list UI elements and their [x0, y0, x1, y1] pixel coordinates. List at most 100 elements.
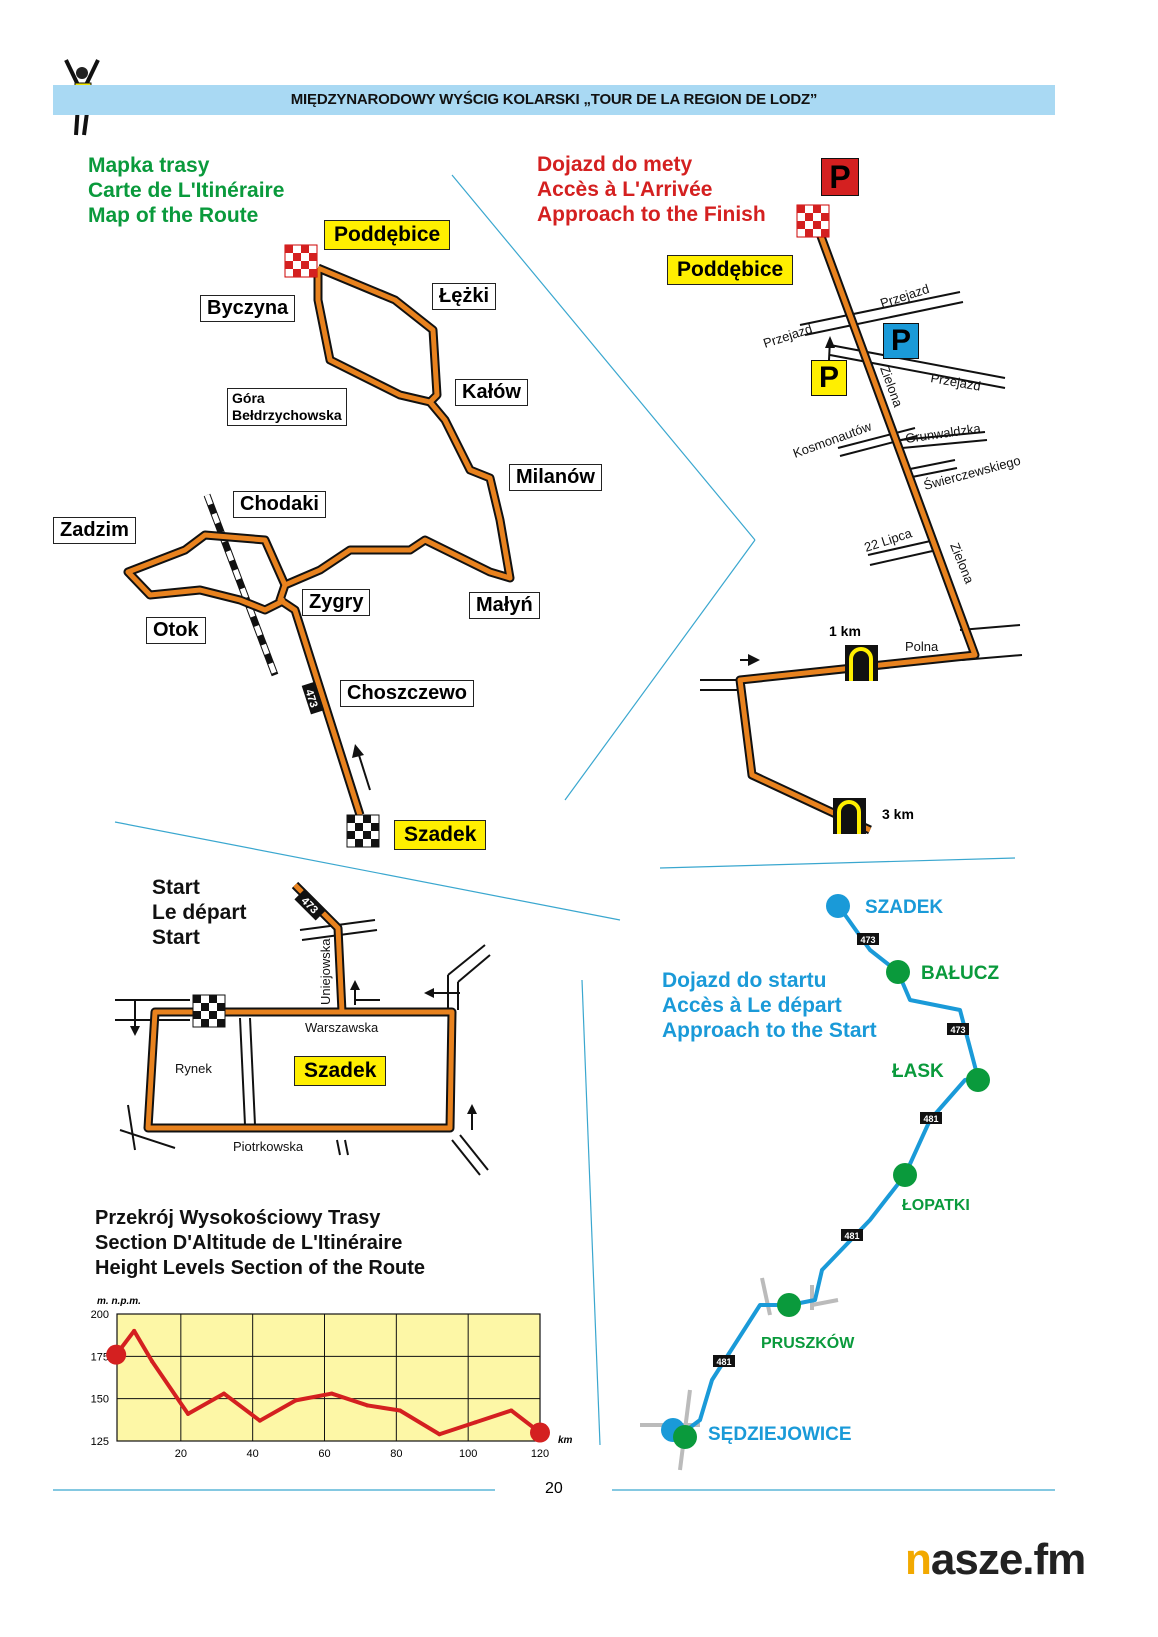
heading-line: Mapka trasy [88, 154, 210, 177]
y-tick-label: 200 [91, 1309, 109, 1321]
street-rynek: Rynek [175, 1061, 212, 1076]
place-szadek: Szadek [394, 820, 487, 850]
data-point [132, 1328, 137, 1333]
start-flag-icon [346, 814, 380, 848]
x-tick-label: 20 [175, 1448, 187, 1460]
data-point [257, 1418, 262, 1423]
finish-flag-icon [796, 204, 830, 238]
y-axis-label: m. n.p.m. [97, 1296, 141, 1307]
place-chodaki: Chodaki [233, 491, 326, 518]
parking-icon: P [821, 158, 859, 196]
railway [203, 493, 279, 677]
place-malyn: Małyń [469, 592, 540, 619]
town-lask: ŁASK [892, 1061, 944, 1082]
nasze-fm-logo: nasze.fm [905, 1535, 1086, 1584]
finish-map-heading: Dojazd do mety Accès à L'Arrivée Approac… [537, 152, 766, 227]
heading-line: Accès à Le départ [662, 994, 842, 1017]
y-tick-label: 150 [91, 1394, 109, 1406]
heading-line: Start [152, 926, 200, 949]
altitude-line [114, 1328, 542, 1437]
street-przejazd: Przejazd [761, 321, 814, 351]
road-number-473: 473 [303, 688, 320, 709]
heading-line: Height Levels Section of the Route [95, 1257, 426, 1279]
road-number: 481 [716, 1357, 731, 1367]
town-pruszkow: PRUSZKÓW [761, 1333, 855, 1352]
start-streets [115, 919, 491, 1176]
heading-line: Przekrój Wysokościowy Trasy [95, 1207, 381, 1229]
x-axis-label: km [558, 1435, 573, 1446]
elevation-heading: Przekrój Wysokościowy Trasy Section D'Al… [95, 1206, 425, 1281]
x-tick-label: 100 [459, 1448, 477, 1460]
data-point [509, 1408, 514, 1413]
road-number: 473 [950, 1025, 965, 1035]
heading-line: Dojazd do mety [537, 153, 693, 176]
data-point [221, 1391, 226, 1396]
approach-map-heading: Dojazd do startu Accès à Le départ Appro… [662, 968, 877, 1043]
town-dots [661, 894, 990, 1449]
x-tick-label: 40 [247, 1448, 259, 1460]
route-map-heading: Mapka trasy Carte de L'Itinéraire Map of… [88, 153, 284, 228]
place-lezki: Łężki [432, 283, 497, 310]
heading-line: Start [152, 876, 200, 899]
x-tick-label: 60 [318, 1448, 330, 1460]
street-piotrkowska: Piotrkowska [233, 1139, 304, 1154]
data-point [437, 1432, 442, 1437]
finish-town-poddebice: Poddębice [667, 255, 794, 285]
heading-line: Le départ [152, 901, 247, 924]
y-tick-label: 125 [91, 1436, 109, 1448]
data-point [293, 1398, 298, 1403]
data-point [186, 1411, 191, 1416]
x-tick-label: 120 [531, 1448, 549, 1460]
place-otok: Otok [146, 617, 206, 644]
town-balucz: BAŁUCZ [921, 963, 999, 984]
finish-route-line [735, 218, 980, 835]
heading-line: Map of the Route [88, 204, 259, 227]
heading-line: Approach to the Start [662, 1019, 877, 1042]
arch-3km-icon [833, 798, 866, 834]
start-map-heading: Start Le départ Start [152, 875, 247, 950]
heading-line: Accès à L'Arrivée [537, 178, 713, 201]
endpoint-marker [530, 1422, 550, 1443]
finish-flag-icon [284, 244, 318, 278]
road-number: 481 [923, 1114, 938, 1124]
street-polna: Polna [905, 639, 939, 654]
place-poddebice: Poddębice [324, 220, 451, 250]
header-title: MIĘDZYNARODOWY WYŚCIG KOLARSKI „TOUR DE … [290, 91, 818, 108]
street-przejazd: Przejazd [929, 370, 981, 394]
place-byczyna: Byczyna [200, 295, 296, 322]
place-milanow: Milanów [509, 464, 602, 491]
label-line: Góra [232, 390, 265, 406]
data-point [397, 1408, 402, 1413]
town-sedziejowice: SĘDZIEJOWICE [708, 1424, 852, 1445]
direction-arrow [357, 751, 371, 791]
heading-line: Approach to the Finish [537, 203, 766, 226]
arch-1km-icon [845, 645, 878, 681]
parking-icon: P [811, 360, 847, 396]
marker-1km: 1 km [829, 623, 861, 639]
route-line [123, 263, 515, 817]
start-flag-icon [192, 994, 226, 1028]
street-warszawska: Warszawska [305, 1020, 379, 1035]
heading-line: Dojazd do startu [662, 969, 827, 992]
data-point [473, 1420, 478, 1425]
place-choszczewo: Choszczewo [340, 680, 475, 707]
street-kosmonautow: Kosmonautów [791, 418, 874, 460]
town-lopatki: ŁOPATKI [902, 1197, 970, 1214]
road-number: 481 [844, 1231, 859, 1241]
data-point [329, 1391, 334, 1396]
data-point [150, 1359, 155, 1364]
place-zygry: Zygry [302, 589, 371, 616]
heading-line: Carte de L'Itinéraire [88, 179, 285, 202]
street-uniejowska: Uniejowska [318, 938, 333, 1005]
header-bar: MIĘDZYNARODOWY WYŚCIG KOLARSKI „TOUR DE … [53, 85, 1055, 115]
endpoint-marker [106, 1344, 127, 1365]
marker-3km: 3 km [882, 806, 914, 822]
page-number: 20 [545, 1480, 563, 1497]
label-line: Bełdrzychowska [232, 407, 342, 423]
place-gora-beldrzychowska: Góra Bełdrzychowska [227, 388, 347, 426]
data-point [365, 1403, 370, 1408]
plot-area [116, 1313, 541, 1442]
town-szadek: SZADEK [865, 897, 943, 918]
